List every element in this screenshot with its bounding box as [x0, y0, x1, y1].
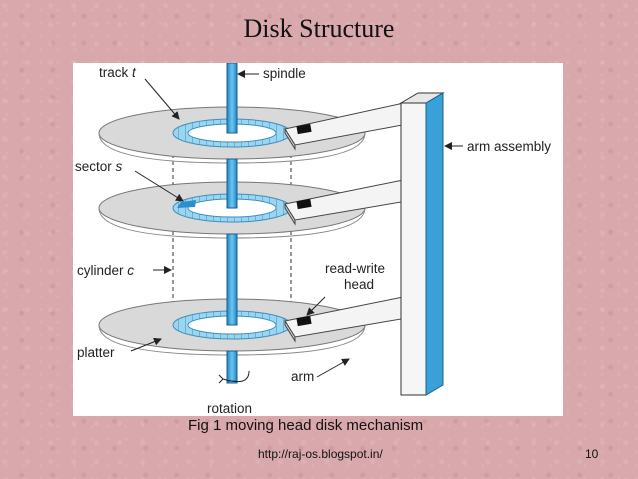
- footer-url[interactable]: http://raj-os.blogspot.in/: [258, 447, 383, 461]
- label-read-write-line2: head: [344, 277, 374, 292]
- spindle-bottom: [226, 350, 238, 382]
- sector-highlight: [177, 200, 196, 208]
- label-rotation: rotation: [207, 401, 252, 416]
- label-read-write-line1: read-write: [325, 261, 385, 276]
- figure-caption: Fig 1 moving head disk mechanism: [188, 417, 424, 434]
- page-number: 10: [585, 447, 599, 461]
- platter-middle: [98, 158, 366, 239]
- label-track: track t: [99, 65, 137, 80]
- label-platter: platter: [77, 345, 115, 360]
- label-spindle: spindle: [263, 66, 306, 81]
- disk-diagram: track t spindle arm assembly sector s cy…: [73, 63, 563, 416]
- platter-top: [98, 63, 366, 164]
- label-arm: arm: [291, 369, 314, 384]
- slide-title: Disk Structure: [243, 14, 395, 43]
- arm-top: [284, 100, 414, 151]
- disk-diagram-svg: track t spindle arm assembly sector s cy…: [75, 63, 551, 416]
- platter-bottom: [98, 233, 366, 356]
- label-arm-assembly: arm assembly: [467, 139, 551, 154]
- label-sector: sector s: [75, 159, 123, 174]
- arm-assembly-column: [399, 92, 445, 396]
- label-cylinder: cylinder c: [77, 263, 134, 278]
